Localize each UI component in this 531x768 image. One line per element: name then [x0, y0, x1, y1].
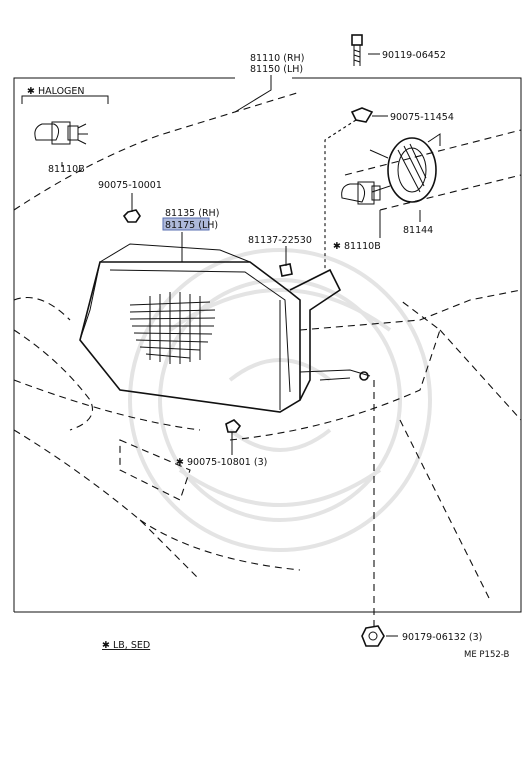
halogen-label: ✱ HALOGEN: [27, 86, 85, 97]
watermark-emblem: [128, 248, 432, 552]
bolt-icon: [351, 34, 363, 66]
clip-icon: [350, 107, 374, 123]
halogen-bulb-icon: [34, 121, 88, 145]
figure-reference: ME P152-B: [464, 650, 510, 660]
bulb-icon-right: [341, 181, 381, 205]
footnote-lb-sed: ✱ LB, SED: [102, 640, 150, 651]
highlight-81175: [162, 217, 210, 231]
part-81110-rh: 81110 (RH): [250, 53, 304, 64]
socket-icon: [369, 133, 441, 203]
part-90119-06452: 90119-06452: [382, 50, 446, 61]
part-90075-10001: 90075-10001: [98, 180, 162, 191]
headlamp-assembly: [79, 243, 371, 413]
clip-icon-81137: [279, 263, 293, 277]
part-90179-06132: 90179-06132 (3): [402, 632, 482, 643]
part-81144: 81144: [403, 225, 433, 236]
nut-icon-90075-10001: [122, 209, 141, 223]
bolt-icon-90179: [361, 625, 385, 647]
part-90075-10801: ✱ 90075-10801 (3): [176, 457, 267, 468]
part-81110b-right: ✱ 81110B: [333, 241, 381, 252]
leader-lines: [61, 53, 421, 637]
lens-hatching: [129, 292, 216, 364]
part-81135-rh: 81135 (RH): [165, 208, 219, 219]
nut-icon-90075-10801: [225, 419, 242, 433]
part-81175-lh: 81175 (LH): [165, 220, 218, 231]
part-81110b-left: 81110B: [48, 164, 85, 175]
diagram-frame: [13, 77, 522, 613]
halogen-bracket: [21, 95, 109, 104]
guide-line-90075-11454: [324, 119, 357, 270]
part-81137-22530: 81137-22530: [248, 235, 312, 246]
part-81150-lh: 81150 (LH): [250, 64, 303, 75]
part-90075-11454: 90075-11454: [390, 112, 454, 123]
car-body-outline: [13, 91, 522, 601]
